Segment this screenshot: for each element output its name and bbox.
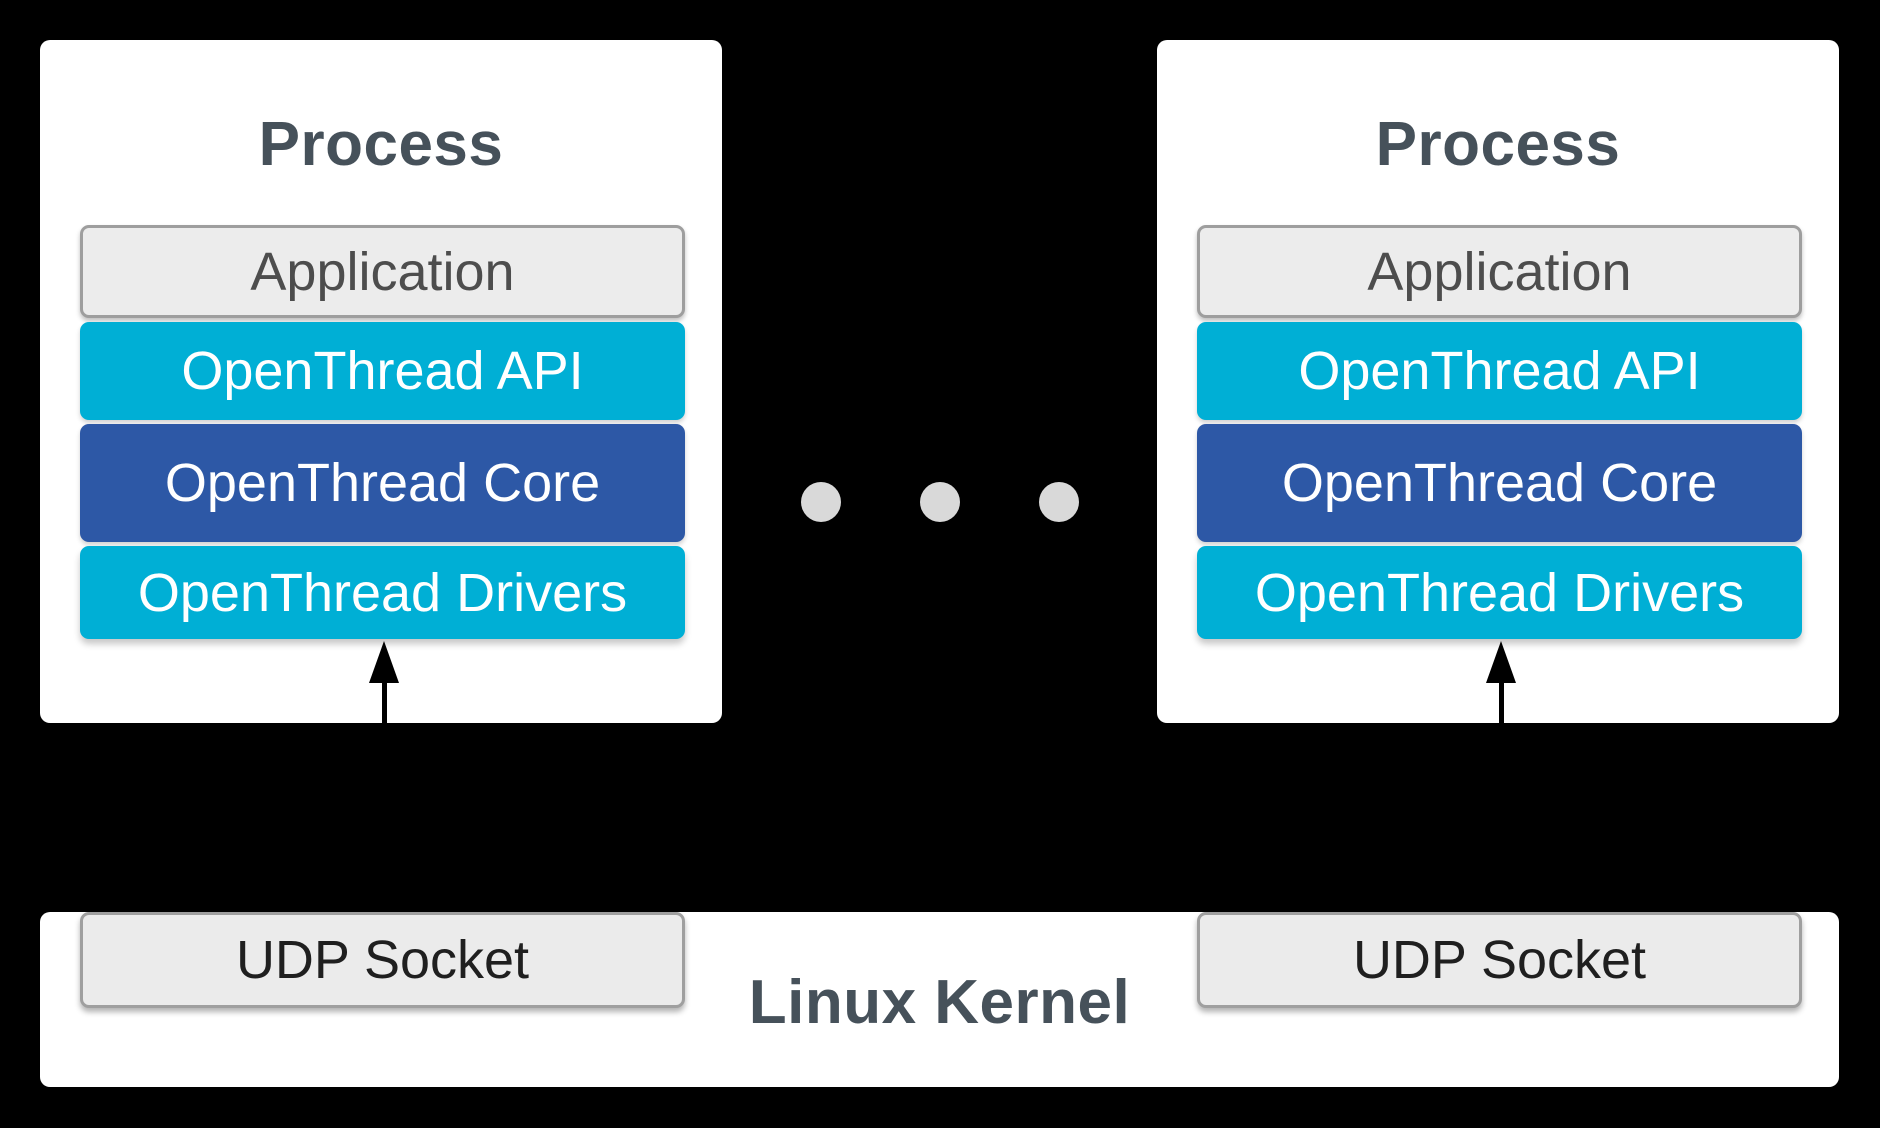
process-box-right: Process Application OpenThread API OpenT… xyxy=(1157,40,1839,723)
openthread-api-layer-label: OpenThread API xyxy=(181,341,584,401)
openthread-core-layer: OpenThread Core xyxy=(80,424,685,542)
udp-socket-left: UDP Socket xyxy=(80,912,685,1008)
openthread-drivers-layer-label: OpenThread Drivers xyxy=(137,562,628,623)
udp-socket-label: UDP Socket xyxy=(235,930,530,990)
openthread-core-layer-label: OpenThread Core xyxy=(164,453,601,513)
arrow-head xyxy=(1486,641,1516,683)
arrow-shaft xyxy=(381,683,387,723)
application-layer: Application xyxy=(80,225,685,318)
udp-socket-label: UDP Socket xyxy=(1352,930,1647,990)
openthread-api-layer: OpenThread API xyxy=(80,322,685,420)
openthread-api-layer: OpenThread API xyxy=(1197,322,1802,420)
layer-stack: Application OpenThread API OpenThread Co… xyxy=(80,225,685,639)
linux-kernel-box: UDP Socket UDP Socket Linux Kernel xyxy=(40,912,1839,1087)
ellipsis-dot xyxy=(801,482,841,522)
openthread-core-layer-label: OpenThread Core xyxy=(1281,453,1718,513)
ellipsis-dot xyxy=(1039,482,1079,522)
openthread-core-layer: OpenThread Core xyxy=(1197,424,1802,542)
process-box-left: Process Application OpenThread API OpenT… xyxy=(40,40,722,723)
arrow-head xyxy=(369,641,399,683)
application-layer: Application xyxy=(1197,225,1802,318)
udp-socket-right: UDP Socket xyxy=(1197,912,1802,1008)
openthread-drivers-layer: OpenThread Drivers xyxy=(1197,546,1802,639)
ellipsis xyxy=(801,482,1079,522)
application-layer-label: Application xyxy=(1367,241,1632,302)
openthread-api-layer-label: OpenThread API xyxy=(1298,341,1701,401)
upward-arrow xyxy=(1486,641,1516,723)
process-title: Process xyxy=(1375,110,1621,179)
layer-stack: Application OpenThread API OpenThread Co… xyxy=(1197,225,1802,639)
application-layer-label: Application xyxy=(250,241,515,302)
ellipsis-dot xyxy=(920,482,960,522)
linux-kernel-title: Linux Kernel xyxy=(748,968,1131,1037)
arrow-shaft xyxy=(1498,683,1504,723)
upward-arrow xyxy=(369,641,399,723)
openthread-drivers-layer: OpenThread Drivers xyxy=(80,546,685,639)
process-title: Process xyxy=(258,110,504,179)
openthread-drivers-layer-label: OpenThread Drivers xyxy=(1254,562,1745,623)
